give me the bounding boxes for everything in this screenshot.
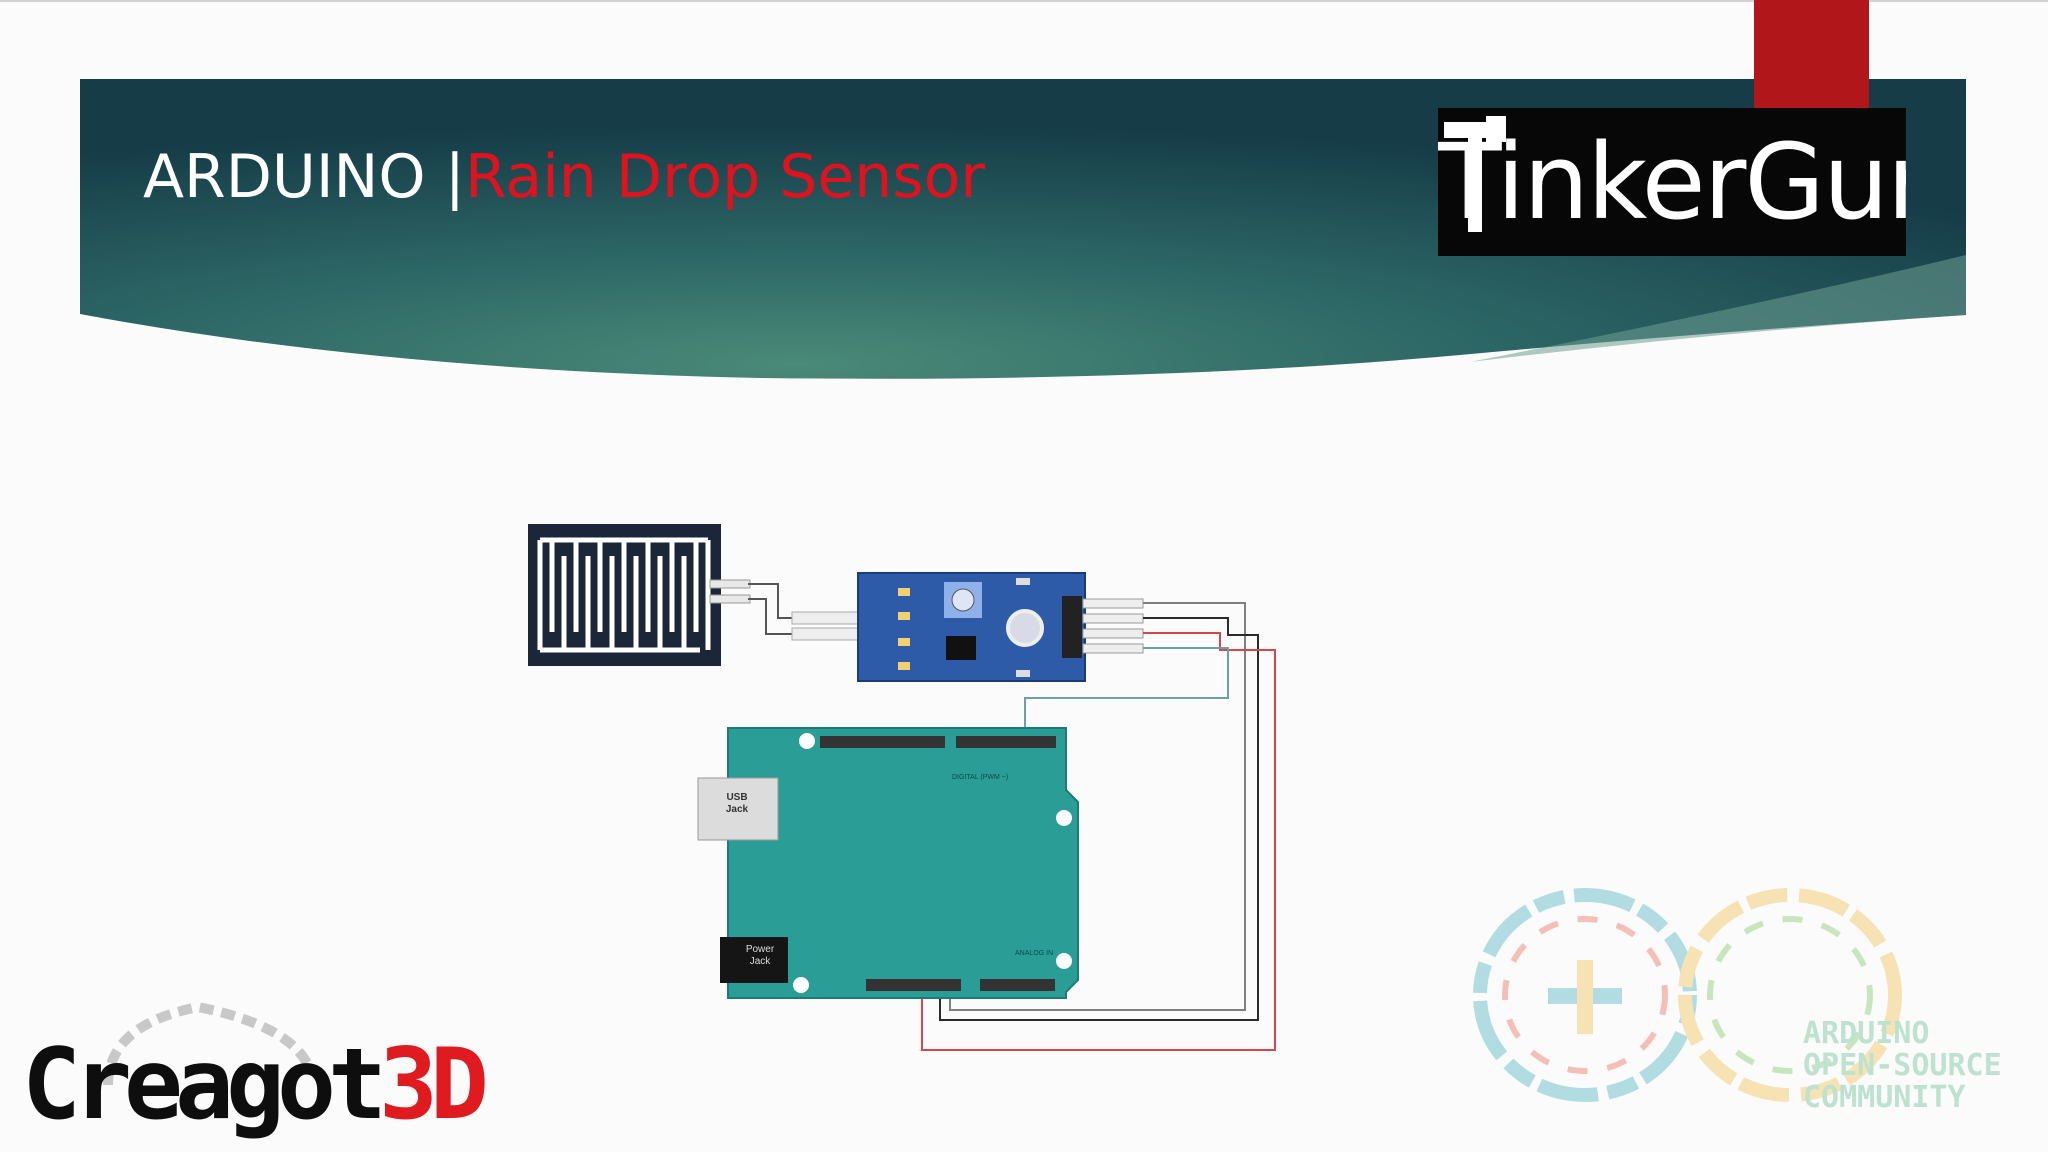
- creagot-logo-suffix: 3D: [379, 1028, 489, 1142]
- watermark-line1: ARDUINO: [1803, 1016, 1930, 1051]
- arduino-community-watermark: ARDUINO OPEN-SOURCE COMMUNITY: [1803, 1018, 2023, 1114]
- banner-sheen: [1470, 255, 1966, 362]
- title-highlight: Rain Drop Sensor: [464, 142, 985, 212]
- hammer-icon: [1444, 116, 1506, 232]
- pad-wires: [748, 583, 860, 635]
- slide-title: ARDUINO |Rain Drop Sensor: [143, 132, 985, 222]
- connection-wires: [921, 602, 1276, 1051]
- module-pins: [1082, 598, 1144, 654]
- title-prefix: ARDUINO |: [143, 142, 465, 212]
- sensor-module: [857, 572, 1086, 682]
- creagot-logo-prefix: Creagot: [22, 1028, 387, 1142]
- tinkerguru-logo: TinkerGuru: [1438, 108, 1906, 256]
- analog-label: ANALOG IN: [1015, 950, 1054, 957]
- digital-label: DIGITAL (PWM ~): [952, 774, 1009, 781]
- arduino-infinity-icon: [1473, 888, 1902, 1102]
- usb-jack-label: USB Jack: [725, 792, 749, 815]
- watermark-line3: COMMUNITY: [1803, 1080, 1966, 1115]
- red-accent-tab: [1754, 0, 1869, 108]
- watermark-line2: OPEN-SOURCE: [1803, 1048, 2002, 1083]
- power-jack-label: Power Jack: [745, 944, 775, 967]
- rain-sensor-pad: [528, 524, 751, 666]
- creagot3d-logo: Creagot3D: [22, 1028, 489, 1142]
- gear-icon: [103, 1001, 313, 1086]
- tinkerguru-logo-text: TinkerGuru: [1438, 121, 1906, 243]
- arduino-board: [697, 727, 1079, 999]
